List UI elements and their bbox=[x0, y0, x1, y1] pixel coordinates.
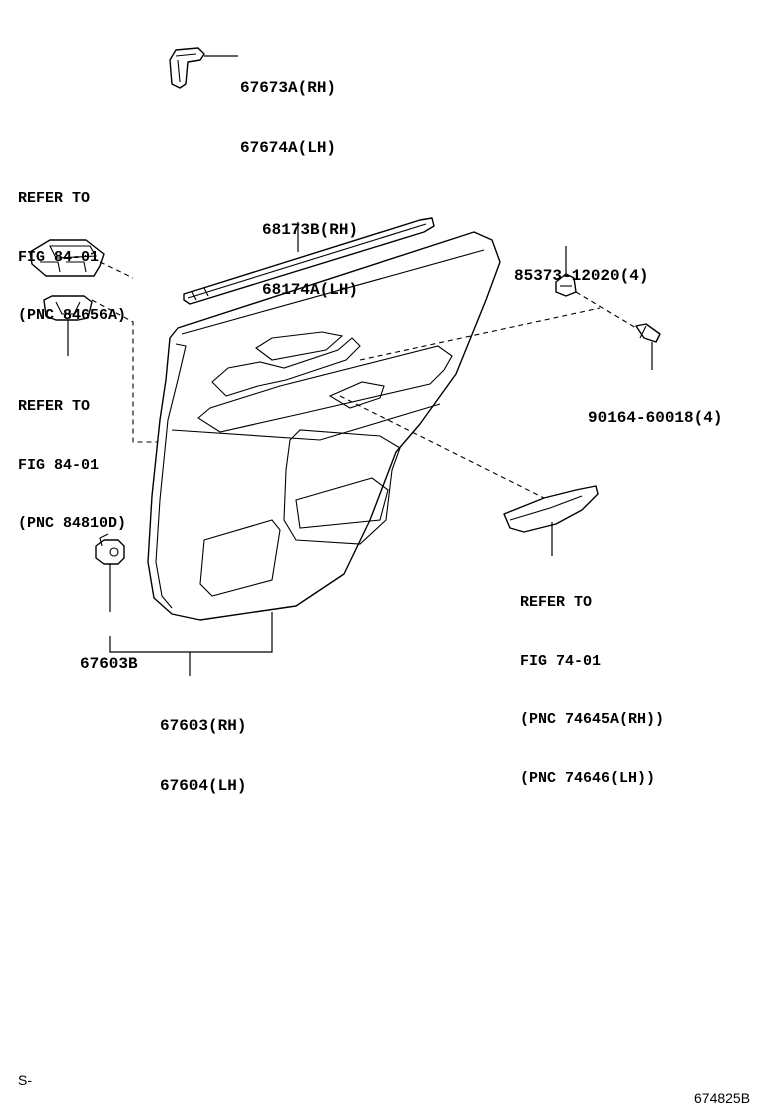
label-line: 90164-60018(4) bbox=[588, 409, 723, 427]
label-line: FIG 84-01 bbox=[18, 248, 100, 266]
clip-85373-dashed-leader bbox=[575, 291, 637, 329]
label-line: 67603(RH) bbox=[160, 717, 247, 735]
label-line: (PNC 74645A(RH)) bbox=[520, 711, 665, 728]
label-clip-67603b: 67603B bbox=[80, 614, 138, 694]
label-clip-85373: 85373-12020(4) bbox=[514, 226, 648, 306]
label-pull-handle: 67673A(RH) 67674A(LH) bbox=[240, 38, 336, 178]
label-line: REFER TO bbox=[18, 398, 91, 415]
label-line: 85373-12020(4) bbox=[514, 267, 649, 285]
screw-90164-part bbox=[635, 323, 661, 343]
pull-handle-cover-part bbox=[169, 47, 205, 89]
label-armrest-ref: REFER TO FIG 74-01 (PNC 74645A(RH)) (PNC… bbox=[520, 554, 664, 808]
label-line: (PNC 84810D) bbox=[18, 515, 127, 532]
label-screw-90164: 90164-60018(4) bbox=[588, 368, 722, 448]
window-switch-part bbox=[29, 239, 105, 277]
footer-left-code: S- bbox=[18, 1072, 32, 1088]
armrest-cover-part bbox=[503, 485, 599, 533]
label-line: FIG 84-01 bbox=[18, 456, 100, 474]
label-line: (PNC 84656A) bbox=[18, 307, 127, 324]
trim-board-bracket bbox=[109, 612, 273, 653]
weatherstrip-part bbox=[183, 217, 435, 305]
label-line: 67674A(LH) bbox=[240, 139, 337, 157]
screw-dashed-leader bbox=[359, 307, 601, 361]
label-line: 67673A(RH) bbox=[240, 79, 337, 97]
label-line: 67603B bbox=[80, 655, 138, 673]
label-line: 67604(LH) bbox=[160, 777, 247, 795]
door-lamp-bracket-part bbox=[43, 295, 93, 321]
label-weatherstrip: 68173B(RH) 68174A(LH) bbox=[262, 180, 358, 320]
label-line: FIG 74-01 bbox=[520, 652, 602, 670]
label-line: REFER TO bbox=[18, 190, 91, 207]
label-line: (PNC 74646(LH)) bbox=[520, 769, 656, 787]
footer-figure-id: 674825B bbox=[694, 1090, 751, 1106]
label-window-switch-ref: REFER TO FIG 84-01 (PNC 84656A) bbox=[18, 150, 126, 345]
label-trim-board: 67603(RH) 67604(LH) bbox=[160, 676, 246, 816]
label-line: 68174A(LH) bbox=[262, 281, 359, 299]
armrest-dashed-leader bbox=[339, 395, 549, 501]
label-line: 68173B(RH) bbox=[262, 221, 359, 239]
door-trim-board-part bbox=[147, 231, 501, 621]
label-line: REFER TO bbox=[520, 594, 593, 611]
window-switch-dashed-leader bbox=[99, 261, 134, 279]
clip-67603b-part bbox=[95, 533, 125, 565]
label-door-lamp-ref: REFER TO FIG 84-01 (PNC 84810D) bbox=[18, 358, 126, 553]
